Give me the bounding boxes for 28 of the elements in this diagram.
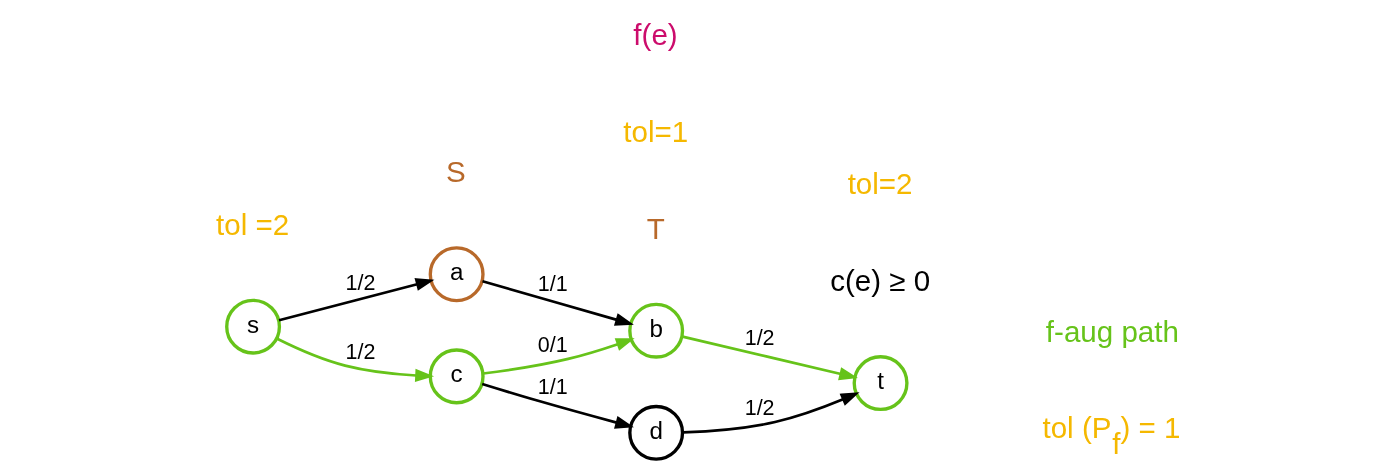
arrow <box>481 382 634 429</box>
label: tol=2 <box>847 167 913 201</box>
label: tol =2 <box>216 207 290 241</box>
label: tol=1 <box>623 115 689 149</box>
arrow <box>276 337 435 383</box>
node-circle: t <box>852 355 909 412</box>
edge-label: 1/2 <box>744 326 775 351</box>
node-circle: a <box>428 246 485 303</box>
label: T <box>646 211 665 245</box>
node-circle: d <box>628 404 685 461</box>
node-circle: c <box>428 348 485 405</box>
arrow <box>482 280 634 326</box>
arrow <box>483 338 635 375</box>
label: c(e) ≥ 0 <box>830 264 931 298</box>
arrow <box>683 392 860 434</box>
edge-label: 1/1 <box>537 272 568 297</box>
arrow <box>278 278 435 322</box>
label: f(e) <box>633 18 678 52</box>
arrow <box>682 335 858 381</box>
edge-label: 1/2 <box>345 271 376 296</box>
edge-label: 1/2 <box>744 396 775 421</box>
node-circle: b <box>628 302 685 359</box>
edge-label: 0/1 <box>537 332 568 357</box>
node-circle: s <box>225 298 282 355</box>
edge-label: 1/1 <box>537 374 568 399</box>
edge-label: 1/2 <box>345 339 376 364</box>
label: S <box>445 155 466 189</box>
label: f-aug path <box>1045 315 1179 349</box>
